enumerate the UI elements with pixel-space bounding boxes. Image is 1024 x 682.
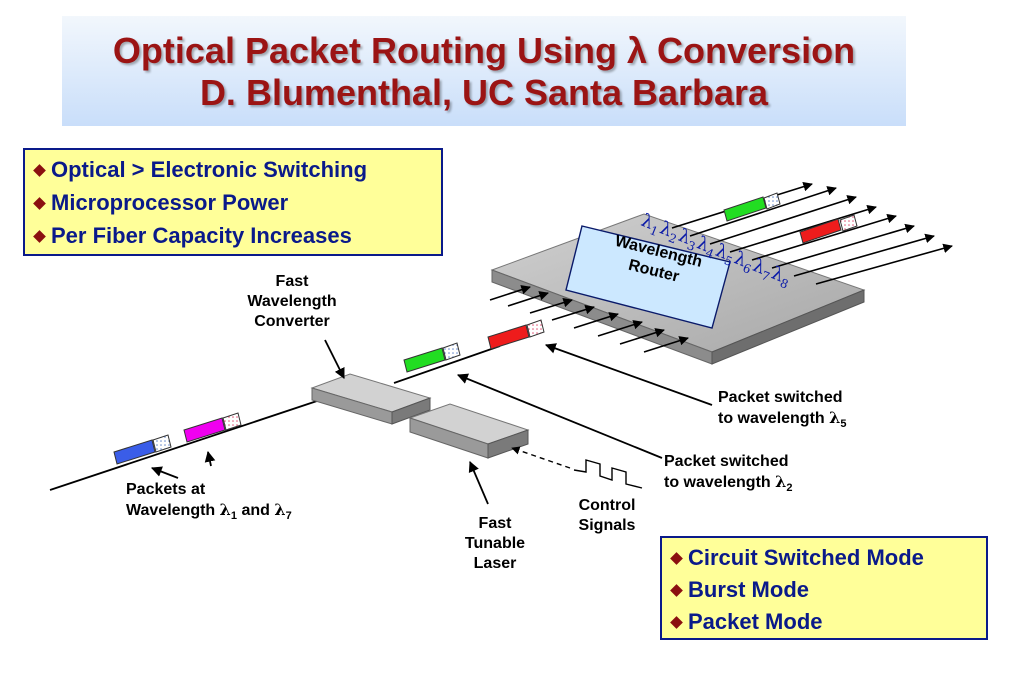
control-label-line-2: Signals	[578, 517, 636, 534]
diamond-bullet-icon	[33, 196, 46, 210]
title-line-1: Optical Packet Routing Using λ Conversio…	[112, 30, 856, 71]
diamond-bullet-icon	[33, 229, 46, 243]
converter-output-fiber	[393, 345, 501, 384]
switched-lambda5-label: Packet switched to wavelength λ5	[718, 388, 918, 434]
router-input-arrows	[489, 285, 689, 353]
switched2-text: to wavelength	[664, 474, 771, 491]
converter-label-line-3: Converter	[254, 313, 330, 330]
modes-item: Burst Mode	[670, 574, 986, 606]
output-packet-red	[799, 214, 858, 244]
packets-at-and-word: and	[241, 502, 270, 519]
switched2-line-1: Packet switched	[664, 453, 789, 470]
modes-item-label: Packet Mode	[688, 609, 823, 634]
control-signals-label: Control Signals	[562, 496, 652, 536]
control-signal-waveform	[573, 459, 643, 489]
packet-pointer-arrow-2	[204, 450, 216, 467]
input-packet-magenta	[183, 412, 242, 443]
lambda-sub: 2	[786, 482, 793, 495]
laser-pointer-arrow	[468, 461, 489, 505]
packets-at-line-2: Wavelength λ1 and λ7	[126, 500, 356, 526]
switched2-line-2: to wavelength λ2	[664, 472, 864, 498]
converter-label: Fast Wavelength Converter	[222, 272, 362, 332]
switched-lambda2-label: Packet switched to wavelength λ2	[664, 452, 864, 498]
converter-label-line-1: Fast	[275, 273, 309, 290]
tunable-laser-block	[408, 403, 530, 459]
lambda-sub: 1	[230, 510, 237, 523]
drivers-item-label: Microprocessor Power	[51, 190, 289, 215]
control-label-line-1: Control	[578, 497, 636, 514]
packet-pointer-arrow-1	[150, 466, 179, 479]
diamond-bullet-icon	[33, 163, 46, 177]
output-packet-green	[723, 192, 781, 222]
lambda-symbol: λ	[274, 500, 286, 519]
input-fiber-line	[49, 397, 327, 491]
lambda-symbol: λ	[829, 408, 841, 427]
drivers-item-label: Per Fiber Capacity Increases	[51, 223, 352, 248]
packets-at-wavelength-word: Wavelength	[126, 502, 216, 519]
modes-item-label: Burst Mode	[688, 577, 809, 602]
router-label-panel	[565, 225, 731, 329]
input-packet-blue	[113, 434, 172, 465]
laser-label-line-1: Fast	[478, 515, 512, 532]
lambda2-pointer-arrow	[456, 373, 663, 459]
drivers-box: Optical > Electronic Switching Microproc…	[23, 148, 443, 256]
switched5-text: to wavelength	[718, 410, 825, 427]
switched5-line-2: to wavelength λ5	[718, 408, 918, 434]
packets-at-line-1: Packets at	[126, 481, 206, 498]
converter-label-line-2: Wavelength	[247, 293, 337, 310]
lambda-sub: 5	[840, 418, 847, 431]
modes-item-label: Circuit Switched Mode	[688, 545, 924, 570]
converted-packet-red	[487, 319, 545, 350]
title-line-2: D. Blumenthal, UC Santa Barbara	[199, 72, 769, 113]
drivers-item: Microprocessor Power	[33, 186, 441, 220]
laser-label: Fast Tunable Laser	[440, 514, 550, 574]
modes-item: Packet Mode	[670, 606, 986, 638]
laser-label-line-2: Tunable	[464, 535, 526, 552]
lambda-symbol: λ	[219, 500, 231, 519]
lambda-symbol: λ	[775, 472, 787, 491]
modes-item: Circuit Switched Mode	[670, 542, 986, 574]
diamond-bullet-icon	[670, 583, 683, 597]
router-output-arrows	[671, 182, 953, 285]
laser-label-line-3: Laser	[473, 555, 517, 572]
drivers-item-label: Optical > Electronic Switching	[51, 157, 368, 182]
converter-pointer-arrow	[324, 339, 345, 379]
switched5-line-1: Packet switched	[718, 389, 843, 406]
modes-box: Circuit Switched Mode Burst Mode Packet …	[660, 536, 988, 640]
control-signal-line	[511, 446, 571, 469]
converted-packet-green	[403, 342, 461, 373]
drivers-item: Optical > Electronic Switching	[33, 154, 441, 186]
lambda5-pointer-arrow	[544, 343, 713, 406]
diamond-bullet-icon	[670, 551, 683, 565]
title-banner: Optical Packet Routing Using λ Conversio…	[62, 16, 906, 126]
drivers-item: Per Fiber Capacity Increases	[33, 220, 441, 252]
diamond-bullet-icon	[670, 615, 683, 629]
packets-at-label: Packets at Wavelength λ1 and λ7	[126, 480, 356, 526]
lambda-sub: 7	[285, 510, 292, 523]
wavelength-converter-block	[310, 373, 432, 425]
